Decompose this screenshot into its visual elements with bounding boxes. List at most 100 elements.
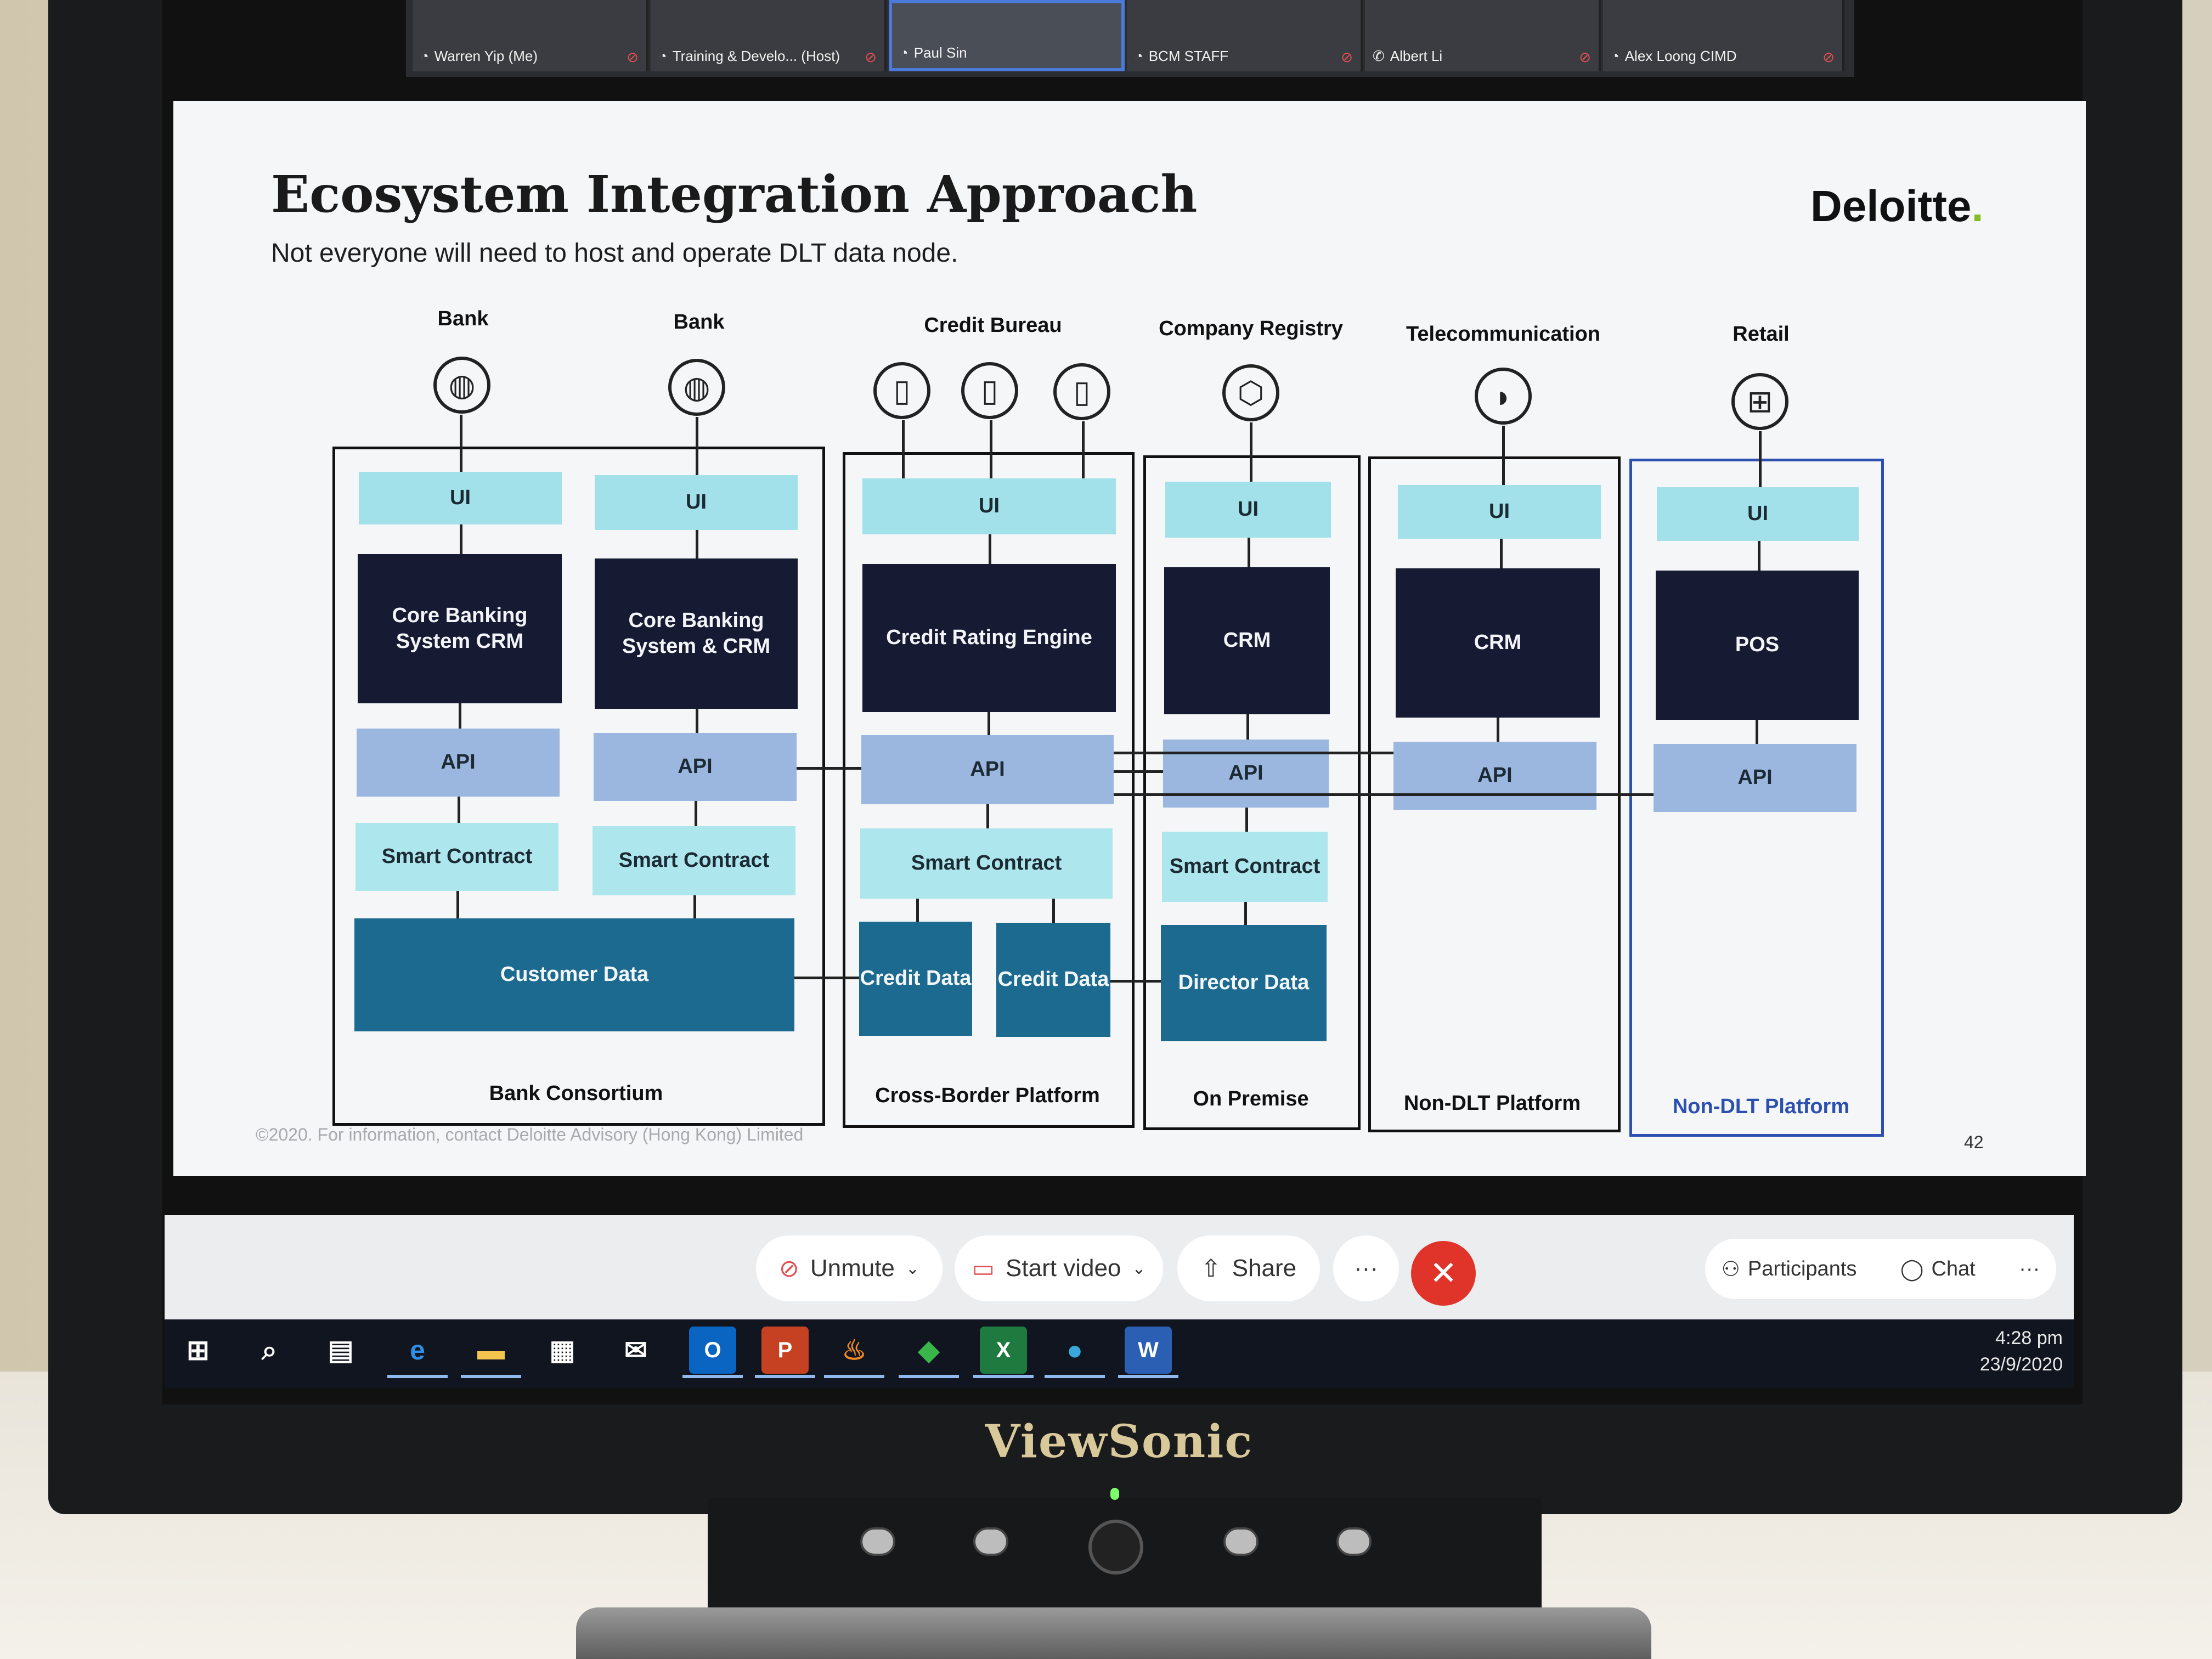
running-indicator — [899, 1375, 959, 1378]
round-app-icon[interactable]: ● — [1066, 1335, 1084, 1365]
core-banking-block: Core Banking System & CRM — [595, 558, 798, 709]
connector-line — [1114, 752, 1393, 754]
package-icon: ⬡ — [1222, 364, 1279, 421]
smart-contract-block: Smart Contract — [592, 826, 795, 895]
participant-label-bank-1: Bank — [437, 307, 489, 330]
platform-label-bank-consortium: Bank Consortium — [489, 1082, 663, 1105]
flame-app-icon[interactable]: ♨ — [842, 1335, 867, 1365]
participant-tile[interactable]: ◔Warren Yip (Me) ⊘ — [413, 0, 648, 71]
task-view-icon[interactable]: ▤ — [328, 1335, 354, 1365]
participant-label-company-registry: Company Registry — [1159, 317, 1343, 340]
participant-name: Paul Sin — [913, 44, 967, 61]
participant-tile[interactable]: ✆Albert Li ⊘ — [1365, 0, 1601, 71]
connector-line — [794, 977, 859, 979]
connector-line — [1244, 902, 1247, 925]
participant-name: Training & Develo... (Host) — [672, 48, 840, 64]
running-indicator — [1045, 1375, 1105, 1378]
start-video-label: Start video — [1006, 1255, 1121, 1282]
platform-label-on-premise: On Premise — [1193, 1087, 1309, 1110]
connector-line — [990, 420, 992, 478]
connector-line — [989, 534, 991, 564]
ui-block: UI — [595, 475, 798, 530]
ui-block: UI — [1657, 487, 1859, 541]
mic-muted-icon: ⊘ — [1579, 49, 1591, 65]
pos-block: POS — [1656, 571, 1859, 720]
customer-data-block: Customer Data — [354, 918, 794, 1031]
connector-line — [1114, 770, 1163, 773]
slide-subtitle: Not everyone will need to host and opera… — [271, 239, 958, 268]
participant-tile[interactable]: ◔BCM STAFF ⊘ — [1127, 0, 1363, 71]
participants-button[interactable]: ⚇Participants — [1722, 1257, 1857, 1282]
edge-icon[interactable]: e — [410, 1335, 425, 1365]
participant-label-bank-2: Bank — [673, 311, 725, 334]
smart-contract-block: Smart Contract — [356, 823, 558, 891]
store-icon[interactable]: ▦ — [549, 1335, 575, 1365]
smart-contract-block: Smart Contract — [860, 828, 1113, 899]
running-indicator — [461, 1375, 521, 1378]
word-icon[interactable]: W — [1125, 1327, 1172, 1374]
leave-meeting-button[interactable]: ✕ — [1411, 1241, 1476, 1306]
participant-name: BCM STAFF — [1148, 48, 1229, 64]
windows-start-icon[interactable]: ⊞ — [187, 1335, 210, 1365]
search-icon[interactable]: ⌕ — [262, 1334, 277, 1365]
ui-block: UI — [862, 478, 1116, 534]
more-label: ··· — [1354, 1255, 1378, 1282]
connector-line — [1110, 980, 1161, 983]
overflow-menu-button[interactable]: ··· — [2019, 1257, 2040, 1280]
monitor-button-1[interactable] — [860, 1527, 895, 1556]
connector-line — [916, 899, 919, 922]
green-app-icon[interactable]: ◆ — [918, 1335, 940, 1365]
credit-rating-engine-block: Credit Rating Engine — [862, 564, 1116, 712]
clipboard-icon: ▯ — [1053, 363, 1110, 420]
excel-icon[interactable]: X — [980, 1327, 1027, 1374]
chat-button[interactable]: ◯Chat — [1900, 1257, 1976, 1282]
ui-block: UI — [1165, 482, 1331, 538]
connector-line — [986, 804, 989, 828]
participant-label-telecommunication: Telecommunication — [1406, 323, 1601, 346]
power-button[interactable] — [1088, 1520, 1143, 1575]
more-options-button[interactable]: ··· — [1333, 1235, 1399, 1301]
participant-tile[interactable]: ◔Alex Loong CIMD ⊘ — [1603, 0, 1844, 71]
ui-block: UI — [359, 472, 562, 524]
connector-line — [1502, 426, 1505, 485]
file-explorer-icon[interactable]: ▬ — [477, 1335, 505, 1365]
chevron-down-icon: ⌄ — [1132, 1259, 1146, 1278]
connector-line — [1052, 899, 1055, 923]
monitor-button-4[interactable] — [1336, 1527, 1372, 1556]
powerpoint-icon[interactable]: P — [761, 1327, 809, 1374]
mic-muted-icon: ⊘ — [1341, 49, 1353, 65]
platform-label-non-dlt-retail: Non-DLT Platform — [1672, 1095, 1850, 1118]
connector-line — [1246, 714, 1249, 740]
taskbar-clock-date[interactable]: 23/9/2020 — [1979, 1354, 2063, 1375]
platform-label-non-dlt-telecom: Non-DLT Platform — [1403, 1092, 1581, 1115]
connector-line — [1759, 431, 1762, 487]
running-indicator — [387, 1375, 448, 1378]
mail-icon[interactable]: ✉ — [624, 1335, 647, 1365]
monitor-button-2[interactable] — [973, 1527, 1008, 1556]
participant-tile-active-speaker[interactable]: ◔Paul Sin — [889, 0, 1125, 71]
platform-bank-consortium — [332, 447, 825, 1126]
outlook-icon[interactable]: O — [689, 1327, 736, 1374]
running-indicator — [1118, 1375, 1178, 1378]
connector-line — [693, 895, 696, 918]
participant-tile[interactable]: ◔Training & Develo... (Host) ⊘ — [651, 0, 887, 71]
connector-line — [1758, 541, 1760, 571]
connector-line — [1248, 538, 1250, 567]
share-button[interactable]: ⇧ Share — [1177, 1235, 1320, 1301]
audio-icon: ◔ — [900, 44, 909, 61]
participant-label-credit-bureau: Credit Bureau — [924, 314, 1062, 337]
connector-line — [1082, 421, 1085, 478]
taskbar-clock-time[interactable]: 4:28 pm — [1995, 1328, 2063, 1348]
audio-icon: ◔ — [1611, 48, 1620, 64]
connector-line — [902, 420, 905, 478]
running-indicator — [824, 1375, 884, 1378]
api-block: API — [861, 735, 1114, 804]
logo-dot: . — [1971, 182, 1984, 230]
logo-text: Deloitte — [1810, 182, 1972, 230]
connector-line — [696, 417, 698, 475]
connector-line — [459, 703, 461, 729]
start-video-button[interactable]: ▭ Start video ⌄ — [955, 1235, 1163, 1301]
clipboard-icon: ▯ — [873, 362, 930, 419]
monitor-button-3[interactable] — [1223, 1527, 1259, 1556]
unmute-button[interactable]: ⊘ Unmute ⌄ — [756, 1235, 943, 1301]
